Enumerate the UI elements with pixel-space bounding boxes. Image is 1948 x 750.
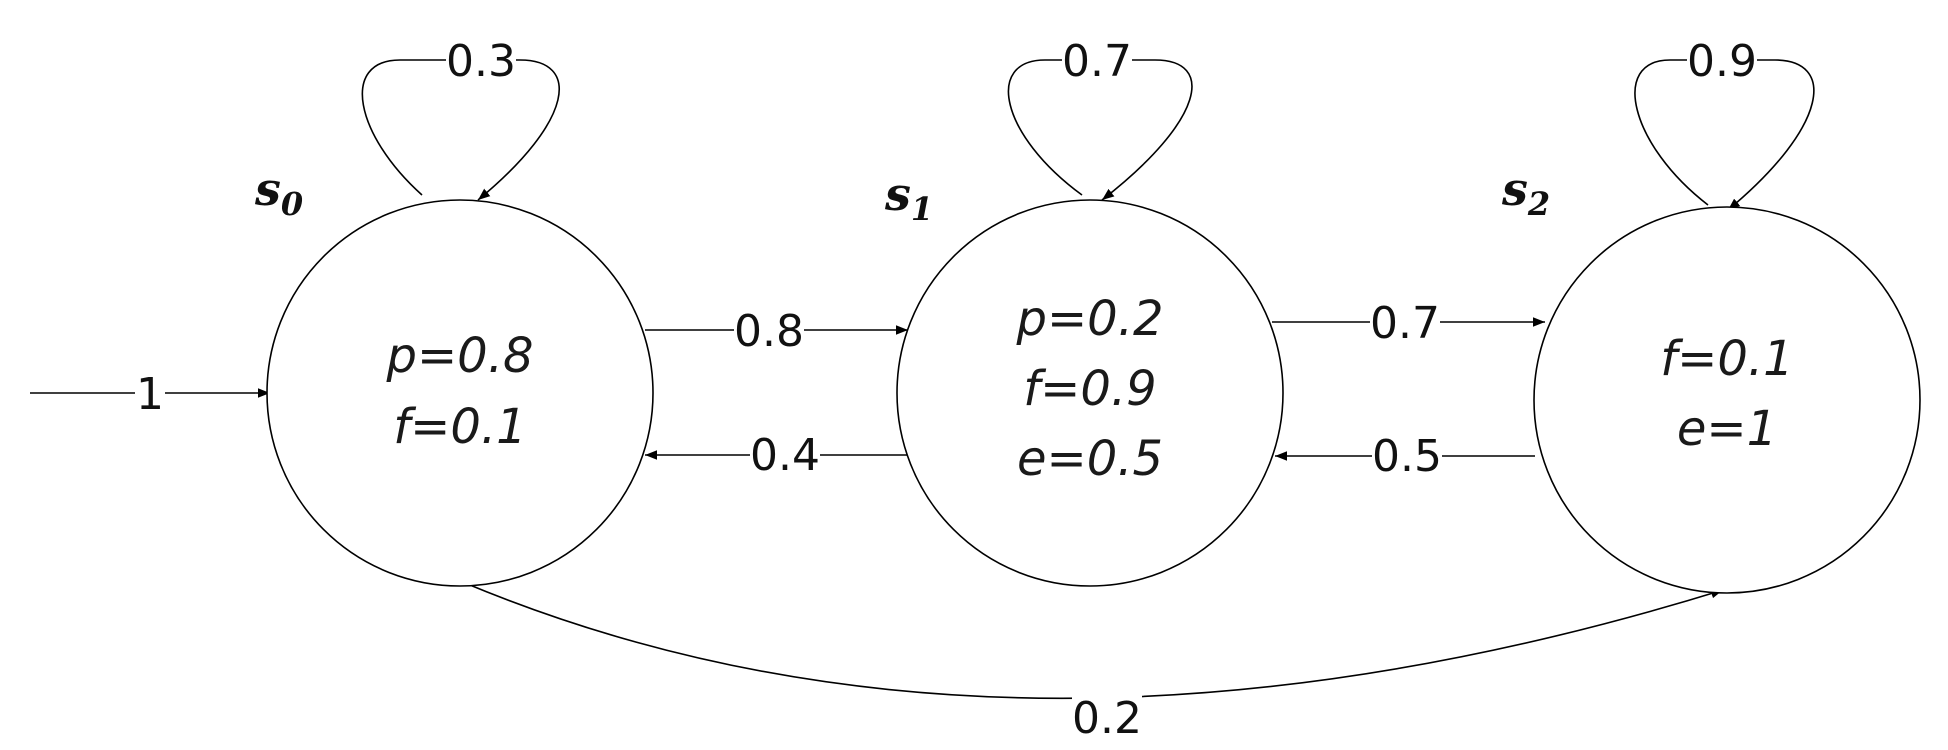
edge-label-s1-s2: 0.7	[1370, 298, 1440, 349]
edge-label-s1-s1: 0.7	[1062, 36, 1132, 87]
state-s0-circle	[266, 199, 654, 587]
edge-label-s0-s0: 0.3	[446, 36, 516, 87]
state-s0-prop: p=0.8	[385, 328, 533, 384]
state-s2-prop: e=1	[1677, 401, 1777, 457]
state-s1-name: s1	[884, 167, 933, 228]
edge-s0-s2	[464, 582, 1724, 700]
edge-label-s1-s0: 0.4	[750, 430, 820, 481]
state-s1-prop: e=0.5	[1017, 431, 1163, 487]
state-s0-name: s0	[254, 162, 303, 223]
edge-label-s0-s1: 0.8	[734, 306, 804, 357]
state-s1-prop: p=0.2	[1015, 291, 1163, 347]
state-s2-name: s2	[1501, 162, 1550, 223]
state-s2-circle	[1533, 206, 1921, 594]
edge-label-initial: 1	[136, 369, 164, 420]
state-s1-circle	[896, 199, 1284, 587]
edge-label-s2-s2: 0.9	[1687, 36, 1757, 87]
edge-label-s0-s2: 0.2	[1072, 693, 1142, 744]
state-s0-prop: f=0.1	[393, 399, 526, 455]
edge-label-s2-s1: 0.5	[1372, 431, 1442, 482]
state-s1-prop: f=0.9	[1023, 361, 1156, 417]
edge-s2-s2	[1634, 59, 1815, 211]
state-s2-prop: f=0.1	[1660, 331, 1793, 387]
